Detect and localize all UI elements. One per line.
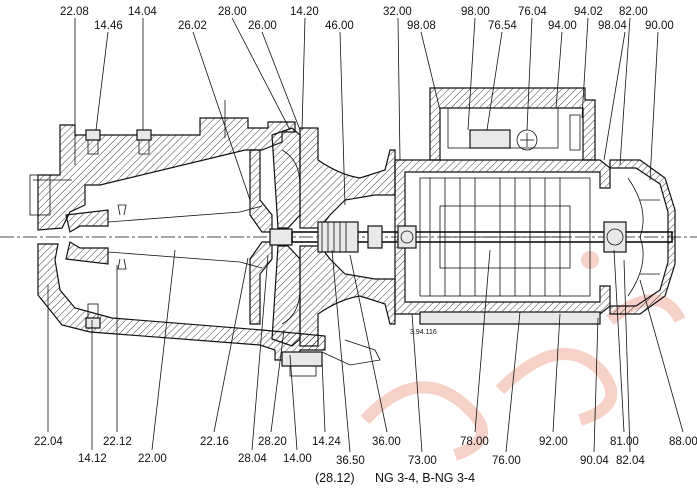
label-14-00: 14.00 — [283, 453, 312, 465]
label-32-00: 32.00 — [383, 6, 412, 18]
ejector-venturi — [65, 204, 263, 270]
label-22-16: 22.16 — [200, 436, 229, 448]
label-98-08: 98.08 — [407, 20, 436, 32]
label-92-00: 92.00 — [539, 436, 568, 448]
label-88-00: 88.00 — [669, 436, 697, 448]
caption-variant: (28.12) — [315, 471, 355, 485]
bottom-labels: 22.04 14.12 22.12 22.00 22.16 28.04 28.2… — [34, 436, 697, 467]
label-90-04: 90.04 — [580, 455, 609, 467]
top-labels: 22.08 14.46 14.04 26.02 28.00 26.00 14.2… — [60, 6, 674, 32]
label-98-04: 98.04 — [598, 20, 627, 32]
label-26-02: 26.02 — [178, 20, 207, 32]
label-28-04: 28.04 — [238, 453, 267, 465]
label-14-20: 14.20 — [290, 6, 319, 18]
label-22-04: 22.04 — [34, 436, 63, 448]
label-22-00: 22.00 — [138, 453, 167, 465]
label-98-00: 98.00 — [461, 6, 490, 18]
label-14-46: 14.46 — [94, 20, 123, 32]
label-82-00: 82.00 — [619, 6, 648, 18]
label-28-20: 28.20 — [258, 436, 287, 448]
label-14-24: 14.24 — [312, 436, 341, 448]
label-94-00: 94.00 — [548, 20, 577, 32]
label-36-00: 36.00 — [372, 436, 401, 448]
drawing-code: 3.94.116 — [410, 329, 437, 336]
label-76-00: 76.00 — [492, 455, 521, 467]
label-73-00: 73.00 — [408, 455, 437, 467]
label-76-04: 76.04 — [518, 6, 547, 18]
caption-model: NG 3-4, B-NG 3-4 — [375, 471, 475, 485]
pump-casing — [29, 100, 326, 361]
label-28-00: 28.00 — [218, 6, 247, 18]
label-22-08: 22.08 — [60, 6, 89, 18]
label-90-00: 90.00 — [645, 20, 674, 32]
watermark — [360, 251, 686, 461]
leader-lines — [47, 17, 684, 453]
label-14-04: 14.04 — [128, 6, 157, 18]
label-81-00: 81.00 — [610, 436, 639, 448]
fan-cover — [609, 159, 676, 315]
impeller-diffuser — [249, 127, 301, 347]
label-78-00: 78.00 — [460, 436, 489, 448]
label-94-02: 94.02 — [574, 6, 603, 18]
casing-bolts — [85, 129, 323, 377]
label-14-12: 14.12 — [78, 453, 107, 465]
label-26-00: 26.00 — [248, 20, 277, 32]
terminal-box — [429, 87, 596, 161]
motor-housing — [394, 159, 627, 325]
label-82-04: 82.04 — [616, 455, 645, 467]
label-46-00: 46.00 — [325, 20, 354, 32]
label-76-54: 76.54 — [488, 20, 517, 32]
label-22-12: 22.12 — [103, 436, 132, 448]
label-36-50: 36.50 — [336, 455, 365, 467]
motor-bracket — [299, 127, 396, 366]
